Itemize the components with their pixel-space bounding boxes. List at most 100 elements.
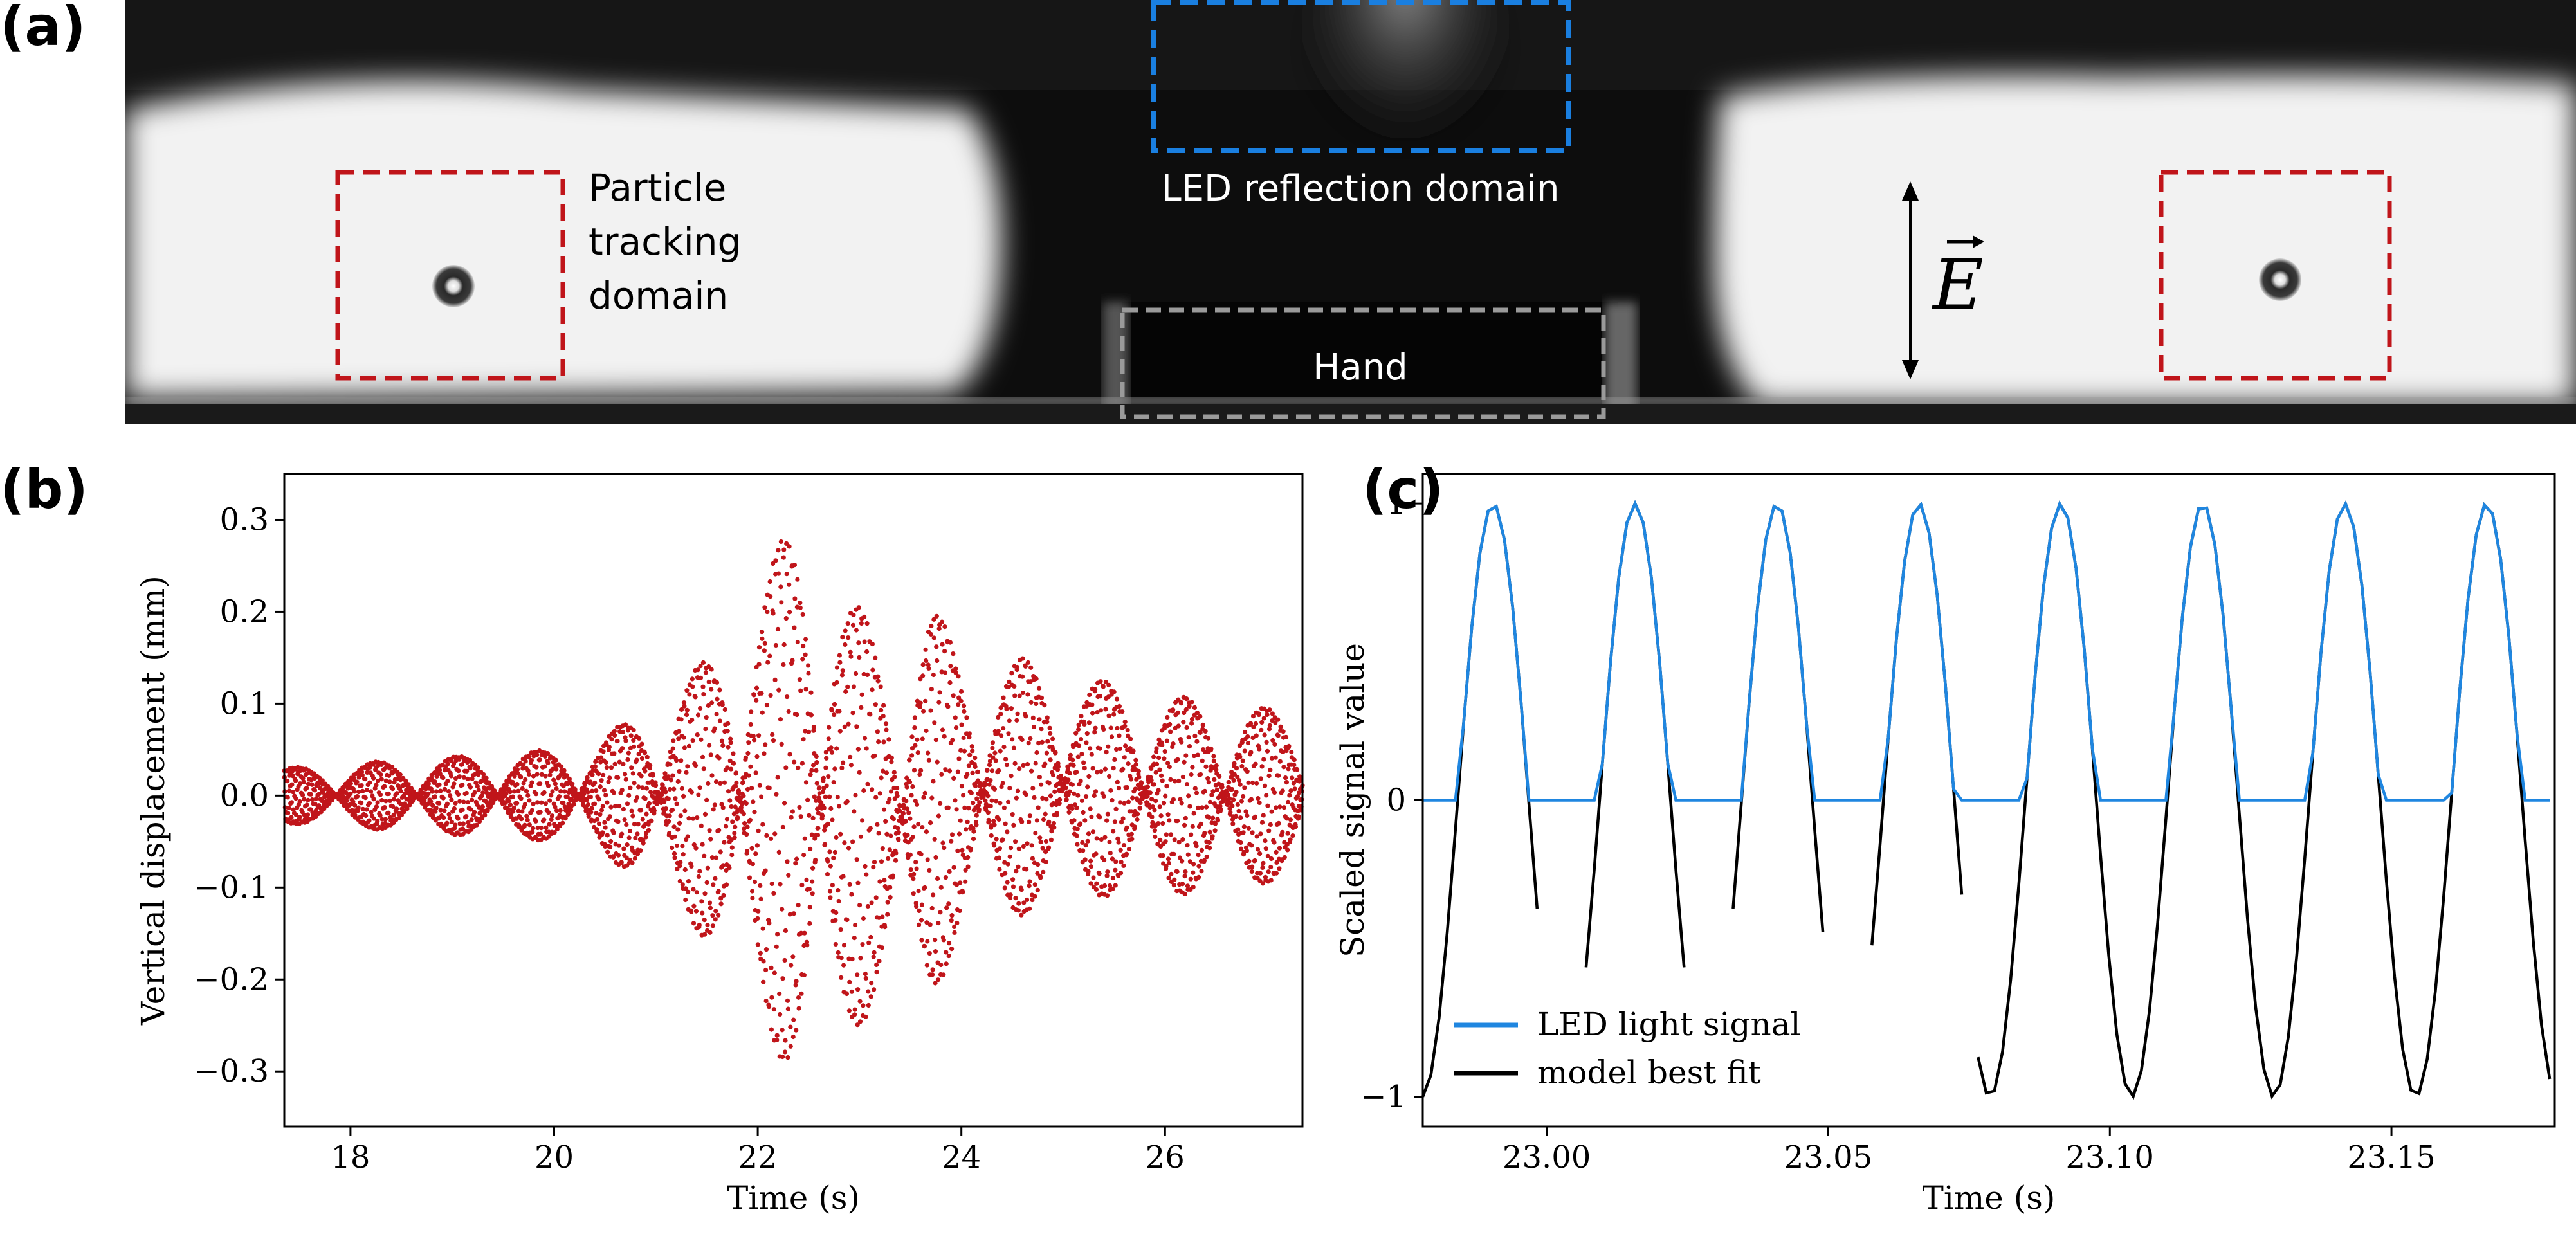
displacement-point bbox=[807, 813, 812, 818]
displacement-point bbox=[1190, 765, 1195, 770]
displacement-point bbox=[378, 813, 383, 818]
displacement-point bbox=[684, 712, 690, 718]
displacement-point bbox=[806, 671, 811, 676]
displacement-point bbox=[786, 873, 791, 878]
b-y-tick-label: −0.3 bbox=[194, 1053, 269, 1089]
displacement-point bbox=[1281, 805, 1286, 810]
displacement-point bbox=[950, 738, 955, 743]
displacement-point bbox=[1033, 761, 1038, 766]
displacement-point bbox=[808, 846, 813, 851]
displacement-point bbox=[920, 673, 926, 678]
displacement-point bbox=[1189, 772, 1194, 777]
displacement-point bbox=[552, 830, 557, 835]
displacement-point bbox=[1066, 810, 1072, 815]
displacement-point bbox=[1039, 782, 1044, 787]
displacement-point bbox=[812, 794, 817, 799]
displacement-point bbox=[1090, 829, 1096, 835]
displacement-point bbox=[967, 752, 973, 757]
displacement-point bbox=[1110, 886, 1115, 891]
displacement-point bbox=[1181, 720, 1186, 725]
displacement-point bbox=[918, 700, 923, 705]
displacement-point bbox=[1153, 834, 1158, 839]
displacement-point bbox=[1106, 744, 1111, 749]
displacement-point bbox=[801, 972, 807, 977]
displacement-point bbox=[810, 763, 816, 768]
displacement-point bbox=[996, 855, 1002, 860]
displacement-point bbox=[1156, 755, 1162, 761]
displacement-point bbox=[992, 843, 997, 848]
displacement-point bbox=[1241, 824, 1247, 829]
displacement-point bbox=[706, 781, 711, 786]
displacement-point bbox=[997, 846, 1002, 851]
displacement-point bbox=[1057, 801, 1062, 806]
displacement-point bbox=[706, 679, 711, 684]
displacement-point bbox=[783, 928, 788, 933]
displacement-point bbox=[1129, 831, 1134, 837]
displacement-point bbox=[565, 794, 570, 799]
displacement-point bbox=[775, 775, 780, 780]
displacement-point bbox=[1000, 837, 1005, 842]
displacement-point bbox=[945, 805, 951, 810]
displacement-point bbox=[554, 808, 560, 813]
displacement-point bbox=[718, 849, 723, 855]
displacement-point bbox=[1185, 852, 1191, 857]
displacement-point bbox=[936, 626, 942, 631]
displacement-point bbox=[351, 799, 356, 804]
displacement-point bbox=[689, 864, 694, 869]
displacement-point bbox=[833, 941, 838, 947]
displacement-point bbox=[1268, 822, 1273, 827]
displacement-point bbox=[1058, 774, 1063, 779]
displacement-point bbox=[1088, 864, 1093, 869]
displacement-point bbox=[709, 855, 715, 860]
displacement-point bbox=[986, 817, 991, 822]
displacement-point bbox=[542, 754, 548, 759]
displacement-point bbox=[558, 808, 563, 813]
displacement-point bbox=[971, 829, 976, 834]
displacement-point bbox=[589, 806, 594, 811]
displacement-point bbox=[1177, 855, 1183, 860]
displacement-point bbox=[1122, 723, 1128, 729]
displacement-point bbox=[621, 761, 626, 766]
displacement-point bbox=[1182, 759, 1187, 765]
displacement-point bbox=[709, 667, 714, 672]
displacement-point bbox=[799, 882, 805, 888]
displacement-point bbox=[1017, 693, 1022, 698]
displacement-point bbox=[843, 642, 848, 648]
displacement-point bbox=[958, 748, 964, 753]
displacement-point bbox=[1198, 730, 1203, 736]
displacement-point bbox=[1028, 665, 1034, 670]
displacement-point bbox=[1045, 739, 1050, 744]
displacement-point bbox=[600, 830, 605, 835]
displacement-point bbox=[1242, 748, 1247, 754]
displacement-point bbox=[763, 999, 769, 1004]
displacement-point bbox=[1005, 880, 1010, 885]
displacement-point bbox=[1122, 801, 1127, 806]
displacement-point bbox=[807, 905, 812, 910]
displacement-point bbox=[873, 795, 879, 800]
displacement-point bbox=[735, 815, 740, 820]
displacement-point bbox=[543, 801, 549, 806]
displacement-point bbox=[1039, 739, 1045, 745]
displacement-point bbox=[1196, 853, 1201, 858]
displacement-point bbox=[769, 995, 774, 1000]
displacement-point bbox=[761, 979, 766, 984]
displacement-point bbox=[1015, 711, 1020, 716]
displacement-point bbox=[1151, 754, 1156, 759]
displacement-point bbox=[444, 801, 450, 806]
displacement-point bbox=[896, 837, 901, 842]
displacement-point bbox=[620, 729, 626, 734]
displacement-point bbox=[1250, 864, 1255, 869]
displacement-point bbox=[726, 745, 731, 750]
displacement-point bbox=[826, 736, 831, 741]
displacement-point bbox=[691, 903, 697, 909]
displacement-point bbox=[708, 930, 713, 935]
displacement-point bbox=[1215, 818, 1221, 823]
displacement-point bbox=[912, 715, 917, 720]
displacement-point bbox=[1257, 851, 1263, 856]
displacement-point bbox=[553, 804, 558, 810]
displacement-point bbox=[1186, 793, 1191, 799]
displacement-point bbox=[915, 737, 920, 742]
displacement-point bbox=[992, 786, 997, 792]
displacement-point bbox=[714, 712, 719, 717]
displacement-point bbox=[1164, 784, 1169, 789]
